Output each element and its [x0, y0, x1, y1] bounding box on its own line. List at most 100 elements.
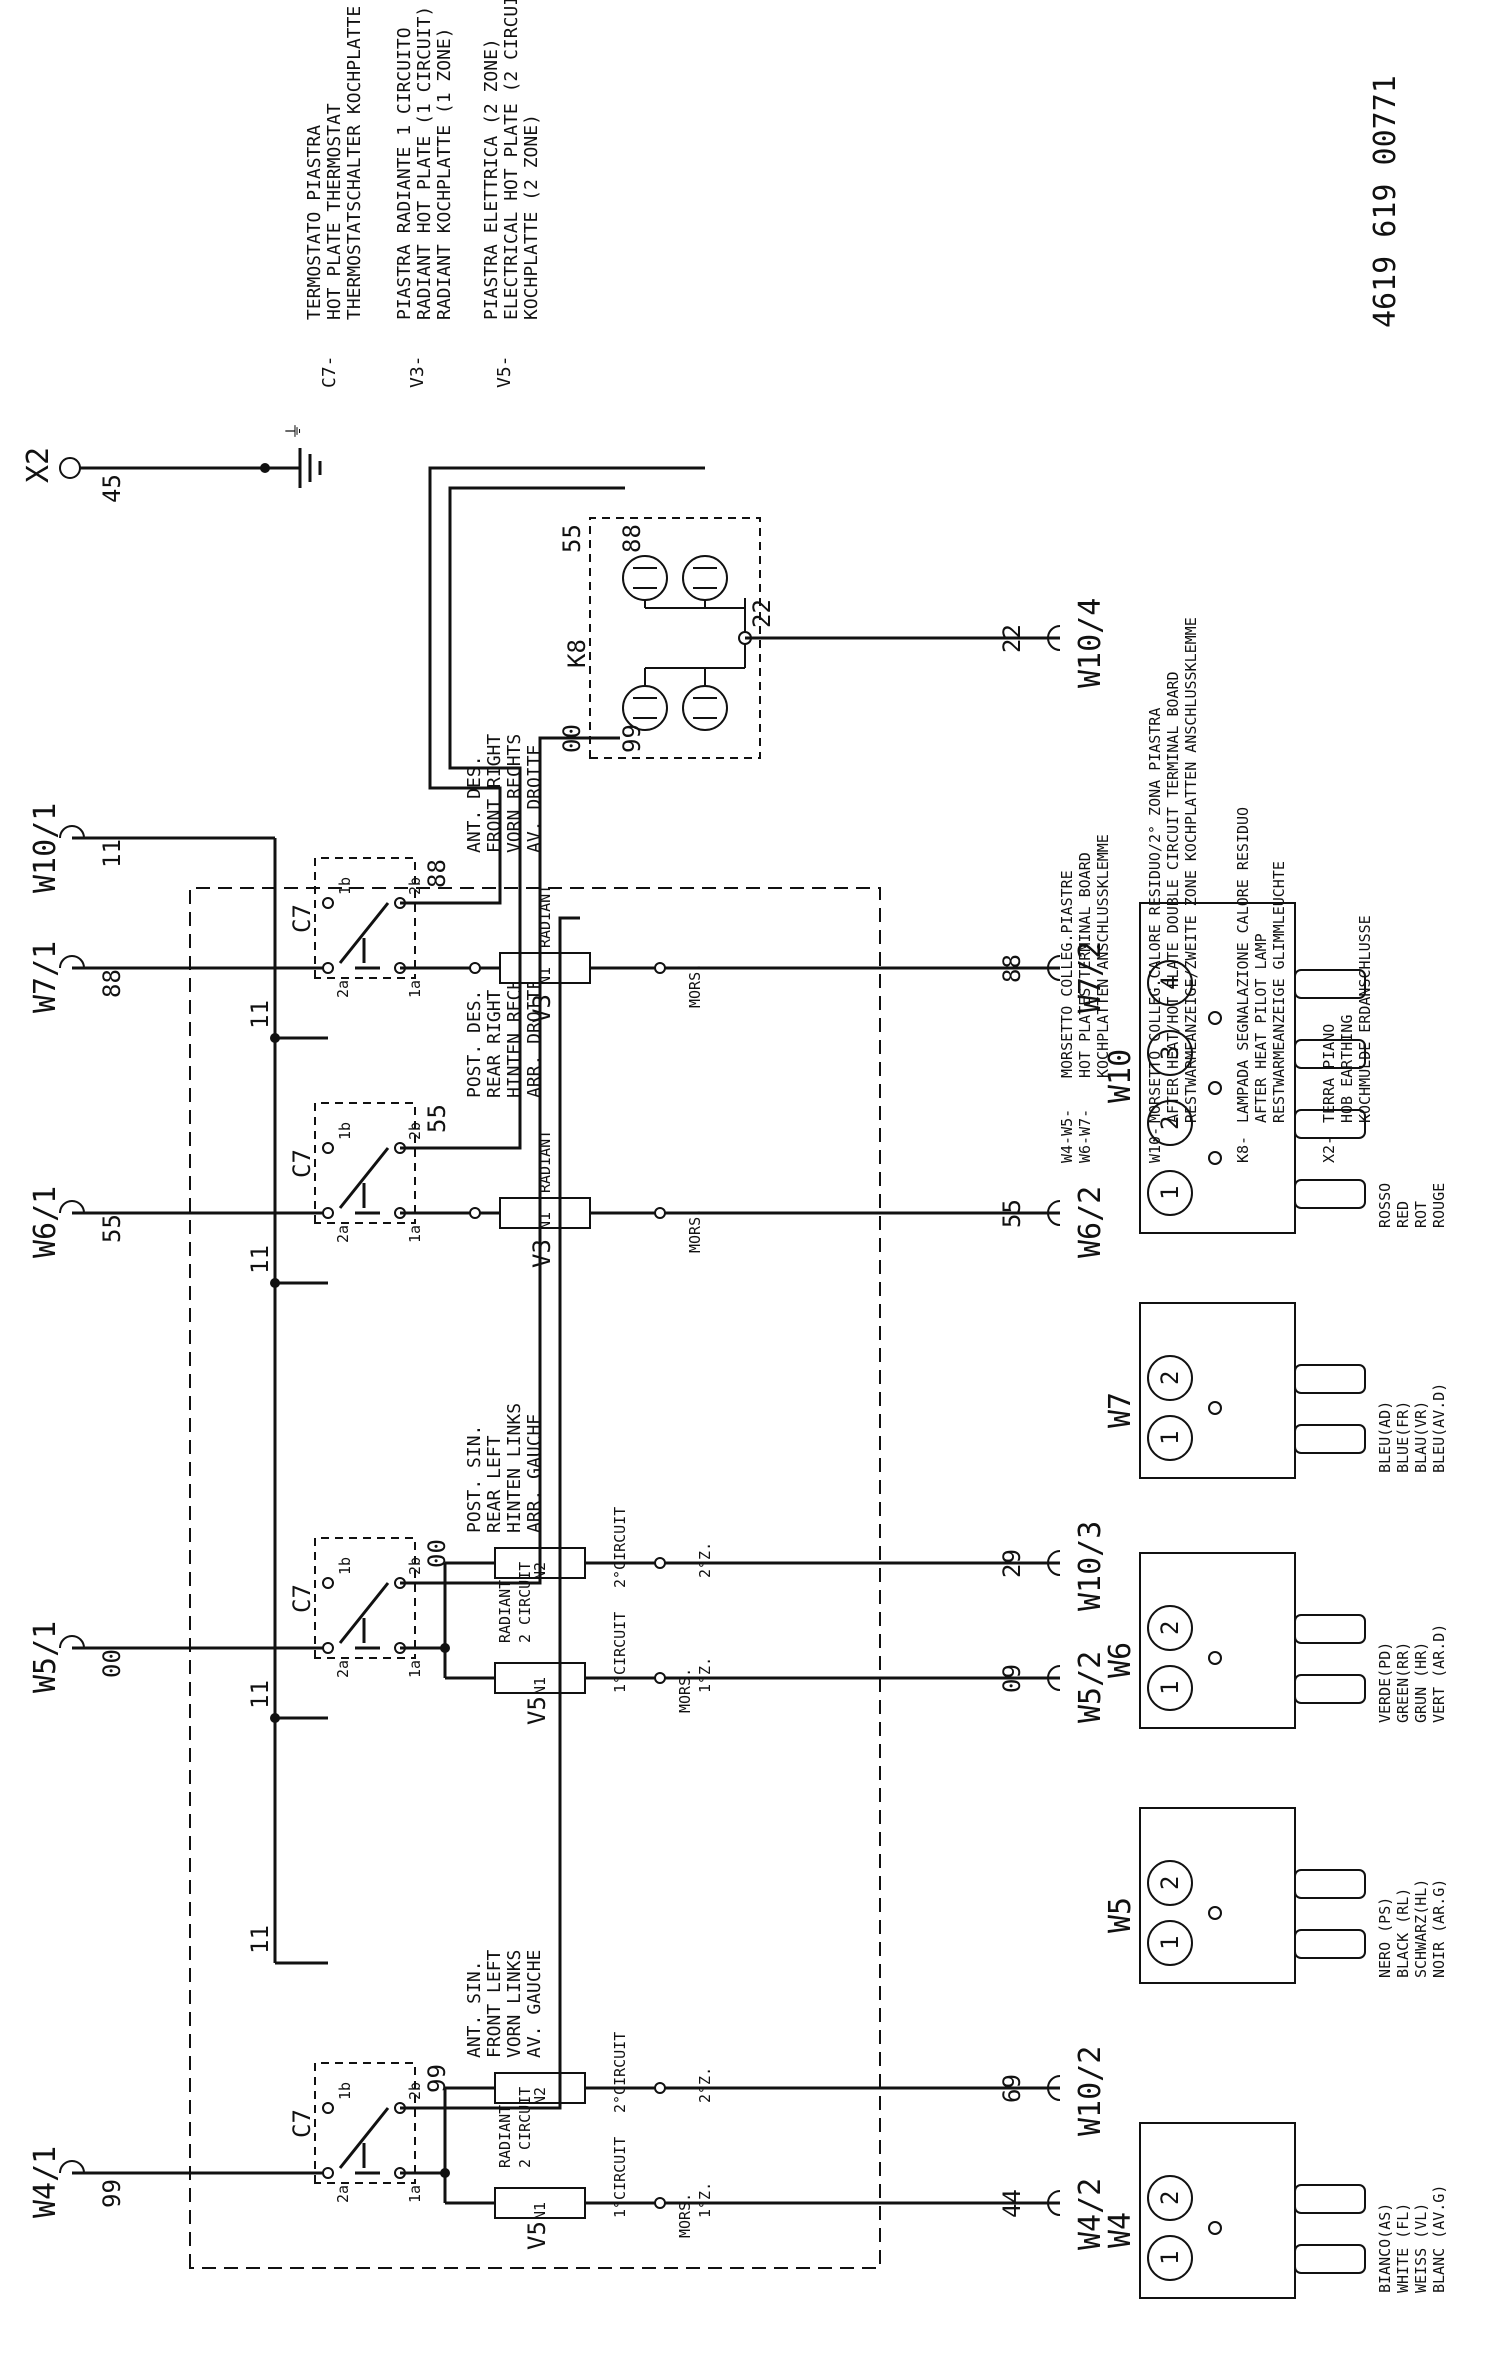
thermostat-2-label: C7 — [288, 1584, 316, 1613]
thermostat-4-label: C7 — [288, 904, 316, 933]
plate-v3-rr-label: V3 — [528, 1239, 556, 1268]
thermostat-2-p2b: 2b — [406, 1557, 424, 1575]
bus-label-1: 11 — [246, 1925, 274, 1954]
thermostat-3-p2b: 2b — [406, 1122, 424, 1140]
thermostat-2-p1b: 1b — [336, 1557, 354, 1575]
terminal-w10-2-label: W10/2 — [1073, 2046, 1108, 2136]
lamp-bulb-2 — [682, 685, 728, 731]
terminal-w10-2: W10/2 69 — [790, 2046, 1108, 2136]
enclosure-boundary — [189, 887, 881, 2269]
thermostat-3-p2a: 2a — [334, 1225, 352, 1243]
ground-icon: ⏚ — [284, 422, 305, 440]
thermostat-3-out: 55 — [423, 1104, 451, 1133]
connector-w10-color2: RED — [1394, 1201, 1412, 1228]
terminal-w4-1-number: 99 — [98, 2179, 126, 2208]
connector-w7-pin2: 2 — [1156, 1371, 1184, 1385]
terminal-w10-1: W10/1 11 — [28, 803, 170, 893]
plate-v5-rl-n1: N1 — [531, 1677, 549, 1695]
plate-v5-rl-radiant: RADIANT — [496, 1580, 514, 1643]
position-front-right: ANT. DES. FRONT RIGHT VORN RECHTS AV. DR… — [464, 734, 545, 853]
x2-number: 45 — [98, 474, 126, 503]
thermostat-1-p2b: 2b — [406, 2082, 424, 2100]
thermostat-2-p1a: 1a — [406, 1660, 424, 1678]
thermostat-1-p2a: 2a — [334, 2185, 352, 2203]
connector-w6-color4: VERT (AR.D) — [1430, 1624, 1448, 1723]
terminal-w6-2-number: 55 — [998, 1199, 1026, 1228]
terminal-w5-1-label: W5/1 — [28, 1621, 63, 1693]
plate-v3-fr-label: V3 — [528, 994, 556, 1023]
connector-w5-color4: NOIR (AR.G) — [1430, 1879, 1448, 1978]
bus-label-3: 11 — [246, 1245, 274, 1274]
terminal-w4-2: W4/2 44 — [790, 2178, 1108, 2250]
lamp-n99: 99 — [618, 724, 646, 753]
connector-w5-pin2: 2 — [1156, 1876, 1184, 1890]
legend-w-line3: KOCHPLATTEN ANSCHLUSSKLEMME — [1094, 834, 1112, 1078]
thermostat-1: C7 2a 1a 1b 2b — [288, 2062, 424, 2203]
connector-w10-pin1: 1 — [1156, 1186, 1184, 1200]
terminal-w6-1-label: W6/1 — [28, 1186, 63, 1258]
top-terminals: W4/1 99 W5/1 00 W6/1 55 W7/1 88 W10/1 11 — [28, 803, 328, 2218]
position-front-right-line2: FRONT RIGHT — [484, 734, 505, 853]
position-front-right-line4: AV. DROITE — [524, 745, 545, 853]
connector-w5-color3: SCHWARZ(HL) — [1412, 1879, 1430, 1978]
plate-v5-fl-n1: N1 — [531, 2202, 549, 2220]
plate-v3-fr-mors: MORS. — [686, 963, 704, 1008]
plate-v5-rl-mors: MORS. — [676, 1668, 694, 1713]
thermostat-4-p1b: 1b — [336, 877, 354, 895]
connector-w4-label: W4 — [1103, 2212, 1138, 2248]
terminal-w6-1: W6/1 55 — [28, 1186, 328, 1258]
connector-w5-label: W5 — [1103, 1897, 1138, 1933]
plate-v5-fl-mors2: 2°Z. — [696, 2067, 714, 2103]
position-front-left: ANT. SIN. FRONT LEFT VORN LINKS AV. GAUC… — [464, 1949, 545, 2058]
earth-x2: X2 45 ⏚ — [21, 422, 322, 503]
terminal-w5-1-number: 00 — [98, 1649, 126, 1678]
plate-v5-rl-mors2: 2°Z. — [696, 1542, 714, 1578]
thermostat-4-p2a: 2a — [334, 980, 352, 998]
legend-v3-line2: RADIANT HOT PLATE (1 CIRCUIT) — [414, 6, 435, 320]
terminal-w10-1-label: W10/1 — [28, 803, 63, 893]
legend-k8-code: K8- — [1234, 1136, 1252, 1163]
terminal-w10-4-label: W10/4 — [1073, 598, 1108, 688]
legend-w10-code: W10- — [1146, 1127, 1164, 1163]
lamp-wiring — [400, 466, 880, 2110]
connector-w6: 1 2 W6 VERDE(PD) GREEN(RR) GRUN (HR) VER… — [1103, 1552, 1448, 1729]
legend-w-code1: W4-W5- — [1058, 1109, 1076, 1163]
plate-v5-fl-label: V5 — [523, 2221, 551, 2250]
connector-w7: 1 2 W7 BLEU(AD) BLUE(FR) BLAU(VR) BLEU(A… — [1103, 1302, 1448, 1479]
legend-w-line1: MORSETTO COLLEG.PIASTRE — [1058, 870, 1076, 1078]
terminal-w7-1-label: W7/1 — [28, 941, 63, 1013]
plate-v3-rear-right: N1 V3 RADIANT MORS. — [400, 1130, 790, 1268]
connector-w10-pin3: 3 — [1156, 1046, 1184, 1060]
thermostat-4-p1a: 1a — [406, 980, 424, 998]
bus-label-4: 11 — [246, 1000, 274, 1029]
position-labels: ANT. SIN. FRONT LEFT VORN LINKS AV. GAUC… — [464, 734, 545, 2058]
thermostat-4-p2b: 2b — [406, 877, 424, 895]
legend-k8-line2: AFTER HEAT PILOT LAMP — [1252, 933, 1270, 1123]
plate-v5-rl-mors1: 1°Z. — [696, 1657, 714, 1693]
legend-x2: X2- TERRA PIANO HOB EARTHING KOCHMULDE E… — [1320, 915, 1374, 1163]
plate-v5-fl-radiant: RADIANT — [496, 2105, 514, 2168]
connector-w4-pin2: 2 — [1156, 2191, 1184, 2205]
plate-v5-fl-circ1: 1°CIRCUIT — [611, 2137, 629, 2218]
terminal-w10-3: W10/3 29 — [790, 1521, 1108, 1611]
thermostat-3-p1a: 1a — [406, 1225, 424, 1243]
thermostat-bus: 11 11 11 11 — [170, 836, 328, 1965]
plate-v5-rl-circ1: 1°CIRCUIT — [611, 1612, 629, 1693]
connector-w10-color1: ROSSO — [1376, 1183, 1394, 1228]
plate-v3-front-right: N1 V3 RADIANT MORS. — [400, 885, 790, 1023]
lamp-n88: 88 — [618, 524, 646, 553]
connector-w6-color2: GREEN(RR) — [1394, 1642, 1412, 1723]
plate-v5-fl-mors: MORS. — [676, 2193, 694, 2238]
thermostat-4: C7 2a 1a 1b 2b — [288, 857, 424, 998]
position-rear-right-line1: POST. DES. — [464, 990, 485, 1098]
legend-v3-line1: PIASTRA RADIANTE 1 CIRCUITO — [394, 27, 415, 320]
thermostat-1-p1b: 1b — [336, 2082, 354, 2100]
thermostat-3: C7 2a 1a 1b 2b — [288, 1102, 424, 1243]
bus-label-2: 11 — [246, 1680, 274, 1709]
terminal-w6-1-number: 55 — [98, 1214, 126, 1243]
terminal-w10-4-number: 22 — [998, 624, 1026, 653]
terminal-w4-2-label: W4/2 — [1073, 2178, 1108, 2250]
plate-v5-rl-radiant2: 2 CIRCUIT — [516, 1562, 534, 1643]
